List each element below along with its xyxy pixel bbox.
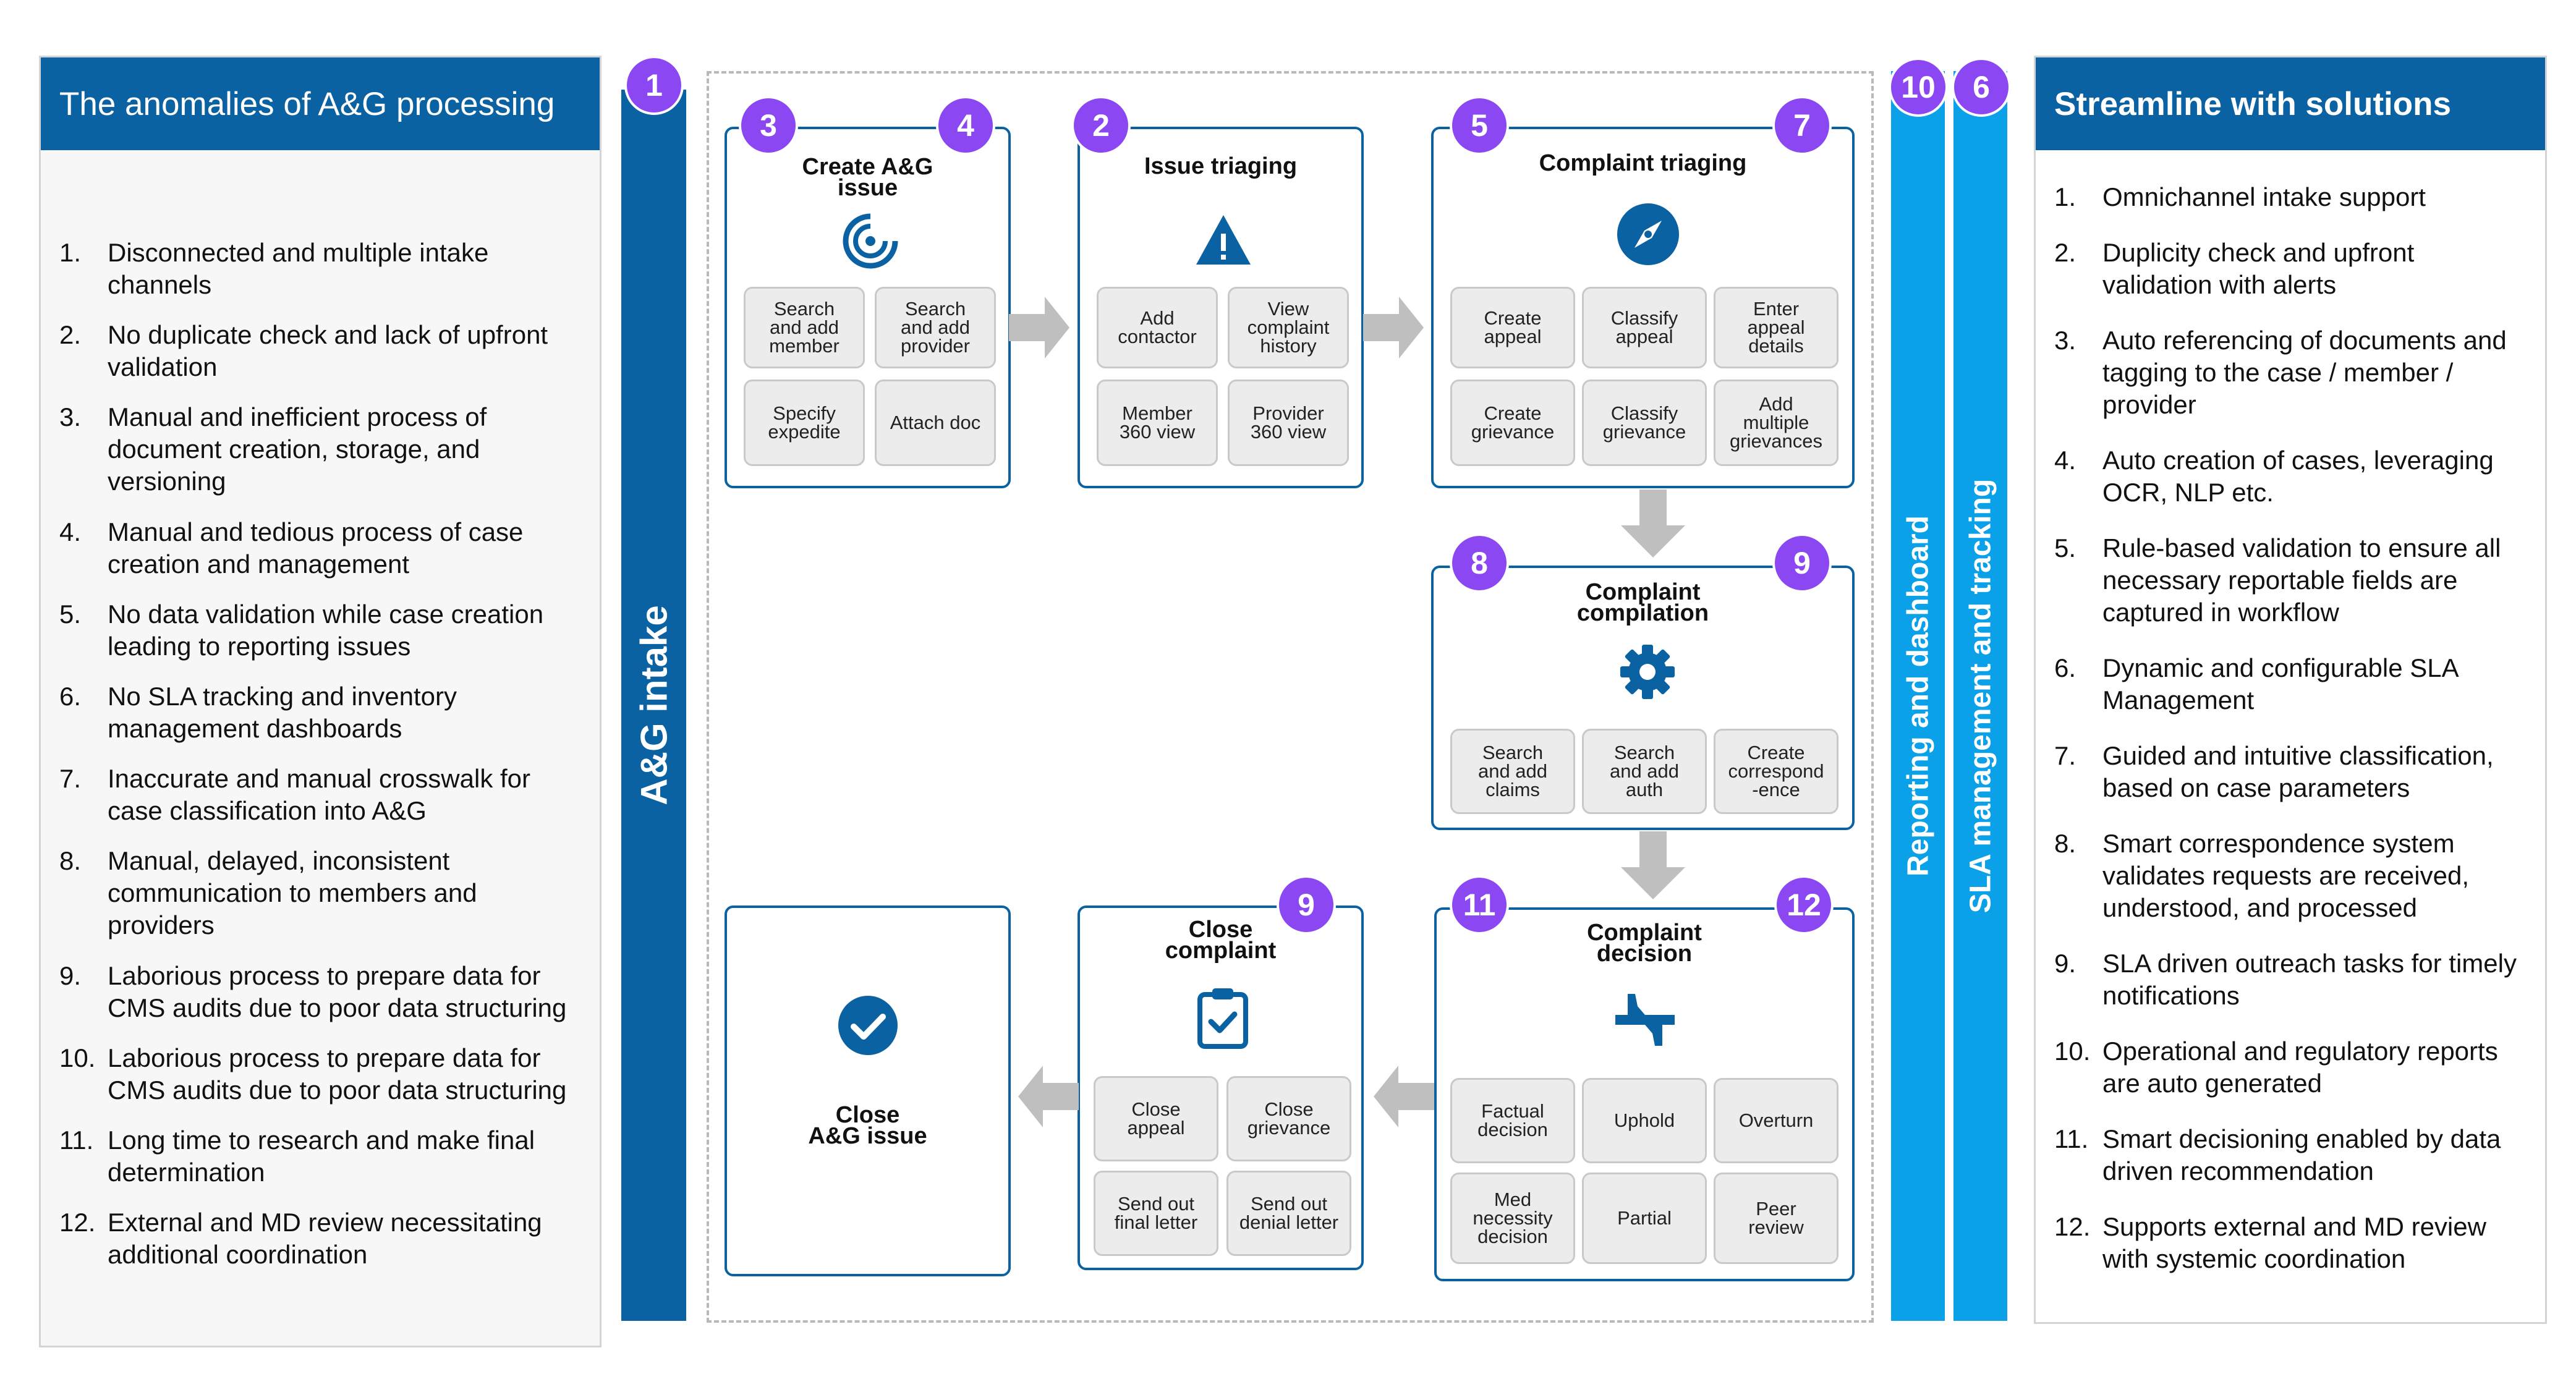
tile-factual-decision[interactable]: Factual decision — [1450, 1078, 1575, 1163]
complaint-triaging-card: Complaint triaging Create appeal Classif… — [1431, 127, 1855, 488]
tile-create-appeal[interactable]: Create appeal — [1450, 287, 1575, 368]
clipboard-check-icon — [1197, 988, 1248, 1049]
complaint-compilation-card: Complaint compilation Search and add cla… — [1431, 566, 1855, 830]
complaint-decision-card: Complaint decision Factual decision Upho… — [1434, 907, 1855, 1281]
sla-bar-label: SLA management and tracking — [1964, 478, 1997, 914]
step-badge: 7 — [1772, 96, 1832, 155]
tile-provider-360[interactable]: Provider 360 view — [1228, 380, 1349, 466]
process-flow-container — [707, 71, 1874, 1323]
tile-close-appeal[interactable]: Close appeal — [1094, 1076, 1218, 1161]
tile-final-letter[interactable]: Send out final letter — [1094, 1171, 1218, 1256]
step-badge: 2 — [1071, 96, 1131, 155]
step-badge: 5 — [1450, 96, 1509, 155]
gear-icon — [1620, 645, 1675, 699]
tile-classify-appeal[interactable]: Classify appeal — [1582, 287, 1707, 368]
tile-overturn[interactable]: Overturn — [1714, 1078, 1838, 1163]
tile-create-grievance[interactable]: Create grievance — [1450, 380, 1575, 466]
intake-bar: A&G intake — [621, 90, 686, 1321]
issue-triaging-card: Issue triaging Add contactor View compla… — [1078, 127, 1364, 488]
tile-enter-appeal-details[interactable]: Enter appeal details — [1714, 287, 1838, 368]
step-badge: 8 — [1450, 533, 1509, 593]
reporting-bar: Reporting and dashboard — [1891, 71, 1945, 1321]
card-title: Create A&G issue — [802, 154, 933, 201]
arrow-down-icon — [1621, 831, 1685, 899]
warning-icon — [1196, 215, 1251, 265]
tile-search-provider[interactable]: Search and add provider — [875, 287, 996, 368]
step-badge: 4 — [936, 96, 995, 155]
anomalies-title: The anomalies of A&G processing — [41, 57, 600, 150]
radar-icon — [843, 213, 898, 269]
step-badge: 3 — [739, 96, 798, 155]
arrow-left-icon — [1374, 1066, 1434, 1127]
tile-uphold[interactable]: Uphold — [1582, 1078, 1707, 1163]
step-badge: 9 — [1277, 875, 1336, 935]
tile-member-360[interactable]: Member 360 view — [1097, 380, 1218, 466]
arrow-right-icon — [1009, 297, 1069, 358]
tile-denial-letter[interactable]: Send out denial letter — [1226, 1171, 1351, 1256]
tile-attach-doc[interactable]: Attach doc — [875, 380, 996, 466]
arrow-right-icon — [1363, 297, 1424, 358]
create-issue-card: Create A&G issue Search and add member S… — [725, 127, 1011, 488]
card-title: Complaint decision — [1587, 920, 1702, 967]
intake-bar-label: A&G intake — [633, 605, 674, 805]
card-title: Close A&G issue — [808, 1102, 927, 1149]
card-title: Issue triaging — [1144, 153, 1298, 179]
check-circle-icon — [838, 996, 898, 1055]
tile-add-contactor[interactable]: Add contactor — [1097, 287, 1218, 368]
tile-peer-review[interactable]: Peer review — [1714, 1173, 1838, 1264]
tile-classify-grievance[interactable]: Classify grievance — [1582, 380, 1707, 466]
anomalies-panel: The anomalies of A&G processing 1.Discon… — [39, 56, 601, 1347]
step-badge: 9 — [1772, 533, 1832, 593]
tile-create-correspondence[interactable]: Create correspond -ence — [1714, 729, 1838, 814]
tile-search-member[interactable]: Search and add member — [744, 287, 865, 368]
sla-bar: SLA management and tracking — [1953, 71, 2007, 1321]
card-title: Complaint triaging — [1539, 150, 1747, 176]
reporting-bar-label: Reporting and dashboard — [1902, 515, 1934, 877]
tile-med-necessity[interactable]: Med necessity decision — [1450, 1173, 1575, 1264]
card-title: Complaint compilation — [1576, 579, 1709, 626]
compass-icon — [1617, 203, 1679, 265]
step-badge: 12 — [1774, 875, 1834, 935]
tile-search-claims[interactable]: Search and add claims — [1450, 729, 1575, 814]
solutions-title: Streamline with solutions — [2036, 57, 2545, 150]
tile-partial[interactable]: Partial — [1582, 1173, 1707, 1264]
tile-specify-expedite[interactable]: Specify expedite — [744, 380, 865, 466]
step-badge: 11 — [1450, 875, 1509, 935]
card-title: Close complaint — [1165, 917, 1277, 964]
step-badge: 6 — [1952, 57, 2011, 117]
tile-complaint-history[interactable]: View complaint history — [1228, 287, 1349, 368]
close-issue-card: Close A&G issue — [725, 906, 1011, 1276]
tile-add-grievances[interactable]: Add multiple grievances — [1714, 380, 1838, 466]
arrow-down-icon — [1621, 490, 1685, 558]
close-complaint-card: Close complaint Close appeal Close griev… — [1078, 906, 1364, 1270]
step-badge: 1 — [624, 56, 684, 115]
solutions-panel: Streamline with solutions 1.Omnichannel … — [2034, 56, 2547, 1324]
tile-close-grievance[interactable]: Close grievance — [1226, 1076, 1351, 1161]
thumbs-icon — [1615, 994, 1675, 1046]
step-badge: 10 — [1889, 57, 1948, 117]
arrow-left-icon — [1018, 1066, 1079, 1127]
tile-search-auth[interactable]: Search and add auth — [1582, 729, 1707, 814]
